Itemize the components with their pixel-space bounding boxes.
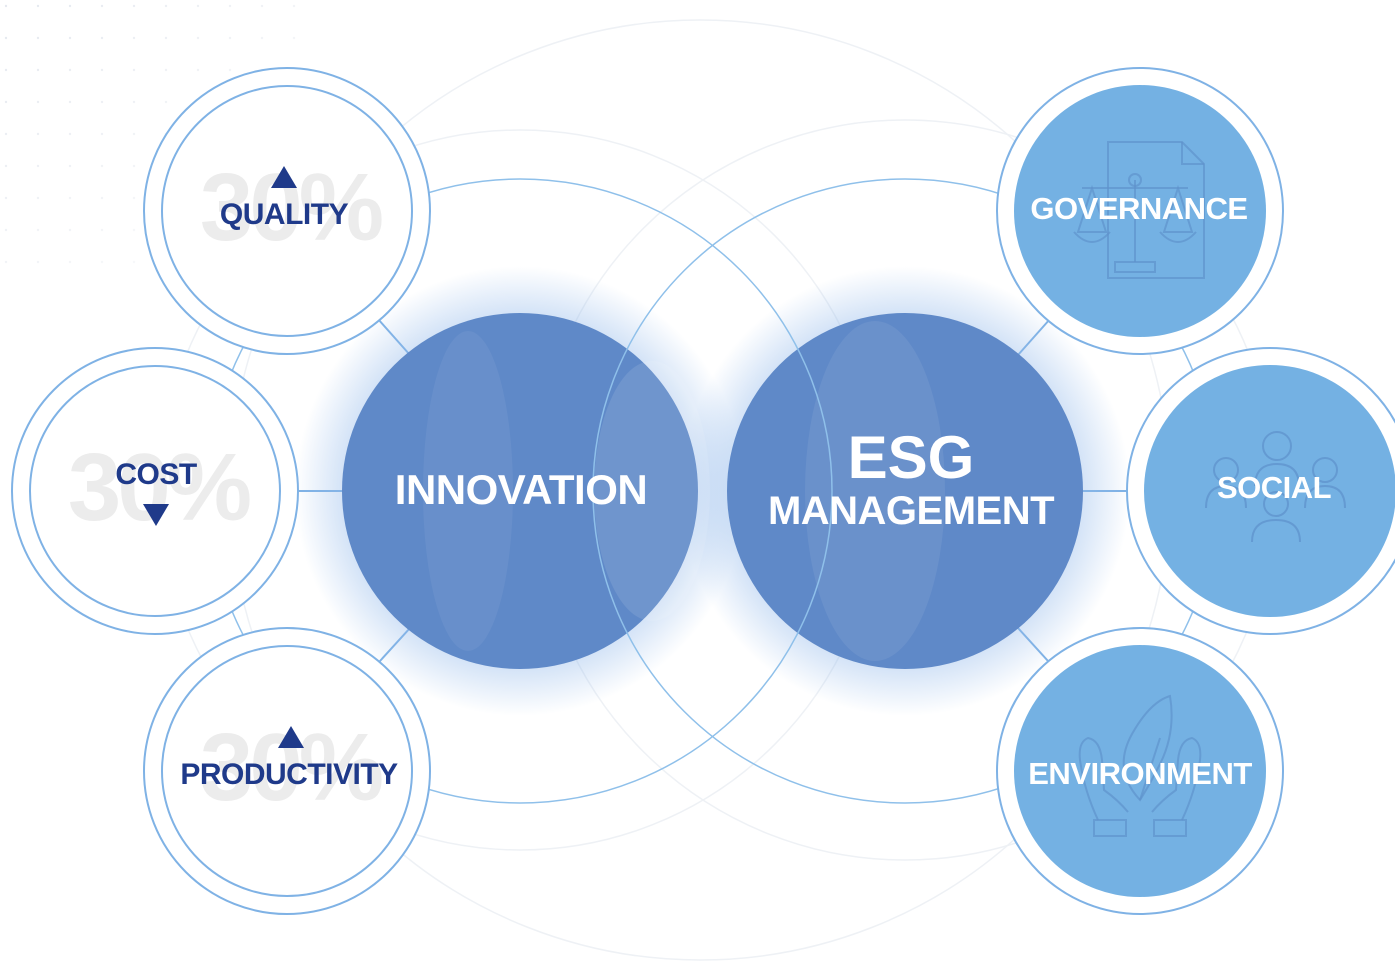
overlap-lens-highlight [594,361,710,621]
esg-management-label: ESG MANAGEMENT [767,424,1055,534]
cost-down-arrow-icon [143,504,169,526]
esg-title: ESG [847,424,975,491]
quality-label: QUALITY [219,198,349,231]
governance-label: GOVERNANCE [1030,191,1248,226]
environment-node-rings [996,627,1284,915]
esg-lens-highlight [805,321,945,661]
environment-label: ENVIRONMENT [1028,756,1252,791]
innovation-label: INNOVATION [394,466,648,513]
quality-node-rings [143,67,431,355]
productivity-label: PRODUCTIVITY [180,758,398,791]
cost-label: COST [115,458,197,491]
quality-up-arrow-icon [271,166,297,188]
people-group-icon [1205,431,1346,543]
innovation-circle [342,313,698,669]
social-label: SOCIAL [1216,470,1332,505]
scales-document-icon [1073,141,1205,279]
social-node-rings [1126,347,1395,635]
hands-leaf-icon [1078,694,1202,837]
management-subtitle: MANAGEMENT [767,489,1055,533]
productivity-up-arrow-icon [278,726,304,748]
innovation-lens-highlight [423,331,513,651]
cost-node-rings [11,347,299,635]
esg-management-circle [727,313,1083,669]
productivity-node-rings [143,627,431,915]
